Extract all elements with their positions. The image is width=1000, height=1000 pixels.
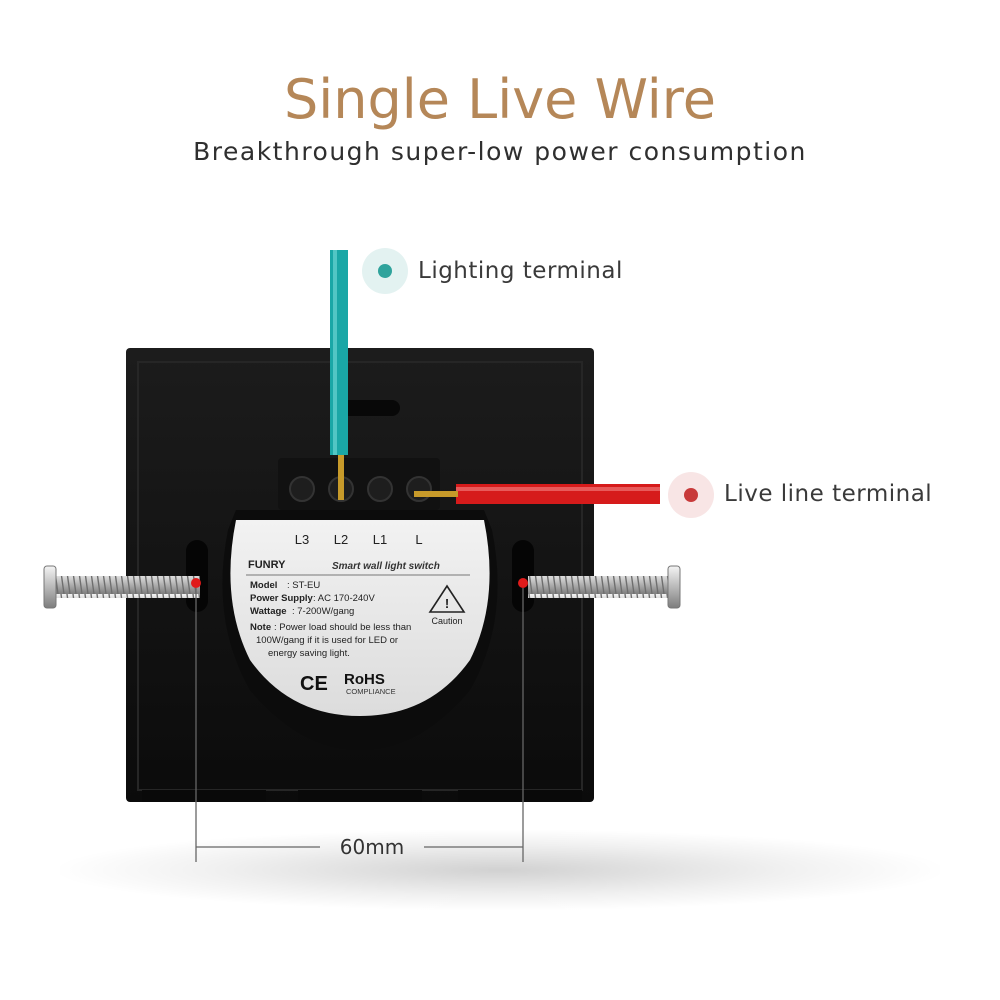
terminal-screw-l3 (289, 476, 315, 502)
headline-title: Single Live Wire (283, 68, 717, 131)
live-wire-core (414, 491, 458, 497)
lighting-wire-core (338, 455, 344, 500)
label-compliance: COMPLIANCE (346, 687, 396, 696)
dimension-label: 60mm (340, 835, 404, 859)
lighting-wire (330, 250, 348, 455)
label-supply-key: Power Supply (250, 593, 314, 604)
mount-screw-left (43, 565, 200, 609)
label-product: Smart wall light switch (332, 561, 440, 572)
label-note-line3: energy saving light. (268, 648, 350, 659)
panel-tab-center (298, 790, 422, 802)
label-wattage-key: Wattage (250, 606, 287, 617)
label-rohs: RoHS (344, 671, 385, 688)
label-note-line1: : Power load should be less than (274, 622, 411, 633)
live-callout-dot (684, 488, 698, 502)
panel-top-notch (340, 400, 400, 416)
caution-icon: ! (428, 584, 466, 613)
label-note-key: Note (250, 622, 271, 633)
terminal-screw-l (406, 476, 432, 502)
label-wattage-val: : 7-200W/gang (292, 606, 354, 617)
headline-subtitle: Breakthrough super-low power consumption (193, 137, 807, 166)
marker-dot-right (518, 578, 528, 588)
terminal-block (278, 458, 440, 510)
label-ce-mark: CE (300, 673, 328, 695)
lighting-wire-highlight (333, 250, 337, 455)
mount-screw-right (528, 565, 681, 609)
label-note-line2: 100W/gang if it is used for LED or (256, 635, 398, 646)
lighting-terminal-label: Lighting terminal (418, 258, 623, 284)
floor-shadow (60, 830, 940, 910)
terminal-label-l1: L1 (373, 532, 387, 547)
panel-tab-left (142, 790, 266, 802)
module-label-plate (230, 520, 490, 716)
panel-tab-right (458, 790, 582, 802)
terminal-screw-l1 (367, 476, 393, 502)
marker-dot-left (191, 578, 201, 588)
terminal-label-l3: L3 (295, 532, 309, 547)
terminal-label-l2: L2 (334, 532, 348, 547)
label-model-val: : ST-EU (287, 580, 320, 591)
label-caution: Caution (431, 616, 462, 626)
label-brand: FUNRY (248, 559, 286, 571)
live-wire-highlight (456, 487, 660, 491)
label-supply-val: : AC 170-240V (313, 593, 375, 604)
live-line-terminal-label: Live line terminal (724, 481, 933, 507)
terminal-label-l: L (415, 532, 422, 547)
svg-text:!: ! (445, 596, 449, 611)
label-model-key: Model (250, 580, 277, 591)
lighting-callout-dot (378, 264, 392, 278)
